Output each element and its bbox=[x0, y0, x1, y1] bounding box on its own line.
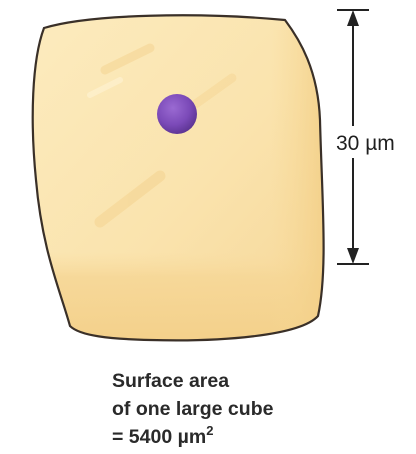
caption-line-2: of one large cube bbox=[112, 398, 274, 420]
caption-superscript: 2 bbox=[206, 423, 213, 438]
caption-line-1: Surface area bbox=[112, 370, 229, 392]
dimension-label: 30 µm bbox=[336, 132, 395, 155]
caption-line-3-value: = 5400 µm bbox=[112, 426, 206, 448]
caption: Surface area of one large cube = 5400 µm… bbox=[112, 370, 274, 448]
nucleus bbox=[157, 94, 197, 134]
arrowhead-down-icon bbox=[347, 248, 359, 264]
arrowhead-up-icon bbox=[347, 10, 359, 26]
cube-cell bbox=[30, 15, 330, 352]
caption-line-3: = 5400 µm2 bbox=[112, 423, 213, 448]
